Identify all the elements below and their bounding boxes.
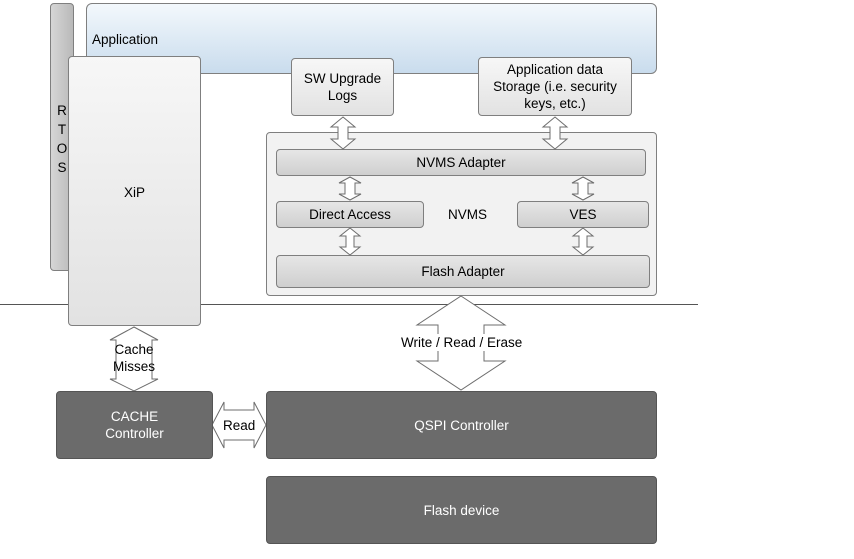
adapter-direct-access-arrow <box>338 176 362 201</box>
rtos-letter: T <box>57 122 67 137</box>
direct-access-label: Direct Access <box>309 207 391 222</box>
sw-upgrade-logs-block: SW Upgrade Logs <box>291 58 394 116</box>
read-label: Read <box>223 418 256 433</box>
rtos-letter: R <box>57 103 67 118</box>
hardware-boundary-line <box>0 304 698 305</box>
flash-device-label: Flash device <box>423 502 500 518</box>
cache-misses-line: Misses <box>112 359 155 374</box>
qspi-controller-label: QSPI Controller <box>414 417 509 433</box>
flash-adapter-label: Flash Adapter <box>421 264 505 279</box>
nvms-label: NVMS <box>448 207 488 222</box>
app-data-storage-line: Storage (i.e. security <box>493 79 617 94</box>
cache-controller-line: CACHE <box>110 409 159 424</box>
adapter-ves-arrow <box>571 176 595 201</box>
ves-flash-arrow <box>571 227 595 256</box>
app-data-nvms-arrow <box>541 116 569 150</box>
rtos-letter: O <box>56 141 68 156</box>
cache-misses-label: Cache Misses <box>108 341 160 375</box>
app-data-storage-line: keys, etc.) <box>524 96 586 111</box>
flash-device-block: Flash device <box>266 476 657 544</box>
write-read-erase-label: Write / Read / Erase <box>400 334 524 351</box>
nvms-adapter-block: NVMS Adapter <box>276 149 646 176</box>
qspi-controller-block: QSPI Controller <box>266 391 657 459</box>
sw-logs-nvms-arrow <box>329 116 357 150</box>
nvms-adapter-label: NVMS Adapter <box>416 155 506 170</box>
rtos-letter: S <box>57 160 67 175</box>
cache-controller-block: CACHE Controller <box>56 391 213 459</box>
cache-misses-line: Cache <box>114 342 154 357</box>
xip-label: XiP <box>123 185 145 200</box>
app-data-storage-line: Application data <box>506 62 604 77</box>
sw-upgrade-logs-line: SW Upgrade <box>303 71 382 86</box>
application-label: Application <box>92 32 159 47</box>
direct-access-flash-arrow <box>338 227 362 256</box>
xip-block: XiP <box>68 56 201 326</box>
flash-adapter-block: Flash Adapter <box>276 255 650 288</box>
sw-upgrade-logs-line: Logs <box>327 88 358 103</box>
application-data-storage-block: Application data Storage (i.e. security … <box>478 57 632 116</box>
direct-access-block: Direct Access <box>276 201 424 228</box>
cache-controller-line: Controller <box>105 426 164 441</box>
ves-label: VES <box>569 207 597 222</box>
